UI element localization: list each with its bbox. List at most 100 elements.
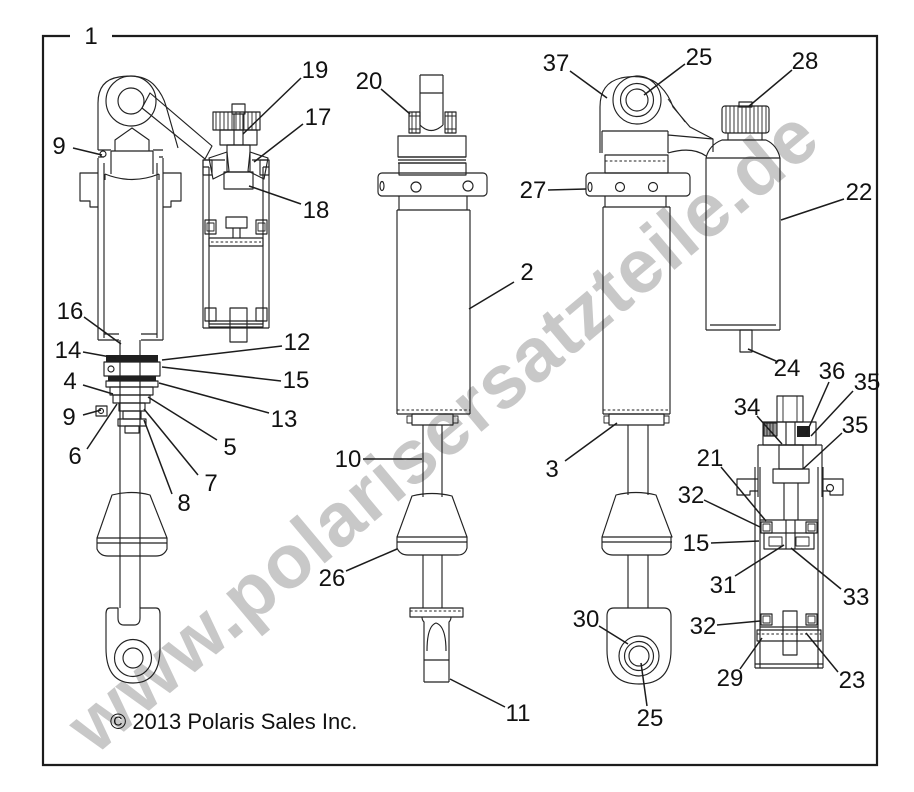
leader-line-4 [82, 384, 114, 395]
outer-tube [754, 467, 824, 669]
leader-line-29 [739, 637, 763, 670]
callout-32a: 32 [678, 482, 705, 509]
leader-line-2 [468, 281, 515, 310]
reservoir-walls [202, 160, 270, 328]
assembly-shock-center [377, 74, 488, 683]
callout-2: 2 [520, 259, 533, 286]
valve-wing-left [208, 151, 230, 180]
top-cap [397, 135, 467, 158]
clamp-hole-right [647, 181, 659, 193]
leader-line-21 [720, 466, 767, 522]
seal-head-port [107, 365, 115, 373]
bump-stop [601, 491, 673, 538]
callout-10: 10 [335, 446, 362, 473]
callout-14: 14 [55, 337, 82, 364]
bump-stop [96, 491, 168, 539]
bottom-eyelet-hole [122, 647, 144, 669]
mount-wing-hole [825, 483, 835, 493]
reservoir-cap-neck [727, 133, 763, 140]
assembly-shock-reservoir [585, 75, 781, 685]
reservoir-top-lip [203, 159, 269, 168]
reservoir-piston-seal-left-inner [206, 222, 215, 232]
reservoir-body [705, 158, 781, 331]
body-bottom-edge [98, 333, 163, 341]
neck [398, 196, 468, 210]
reservoir-piston-band [208, 237, 264, 247]
inner-stem [783, 483, 799, 520]
reservoir-base-seal-right [255, 307, 268, 322]
rod-washer-tab-left [603, 415, 610, 424]
upper-mount [757, 444, 823, 497]
callout-11: 11 [506, 700, 531, 727]
reservoir-base-band [208, 320, 264, 328]
seal-band-upper [106, 355, 158, 362]
callout-27: 27 [520, 177, 547, 204]
assembly-damper-cross-section [736, 395, 844, 669]
pin-left-detail [409, 112, 420, 133]
leader-line-35b [802, 432, 843, 470]
top-stub [776, 395, 804, 423]
callout-29: 29 [717, 665, 744, 692]
base-seal-right-inner [807, 615, 816, 624]
valve-nut [223, 171, 254, 190]
bottom-eyelet-hole [628, 645, 650, 667]
callout-18: 18 [303, 197, 330, 224]
reservoir-nipple [739, 329, 753, 353]
reservoir-piston-seal-left [204, 219, 217, 235]
leader-line-35a [810, 390, 854, 437]
leader-line-24 [747, 348, 777, 362]
washer-stack-4 [122, 410, 142, 420]
callout-32b: 32 [690, 613, 717, 640]
leader-line-25a [643, 63, 686, 96]
leader-line-19 [242, 77, 302, 135]
reservoir-piston-seal-right [255, 219, 268, 235]
valve-stem [231, 103, 246, 145]
clevis-eyelet-hole [625, 88, 649, 112]
bottom-eyelet [606, 607, 672, 685]
clamp-hole-left [410, 181, 422, 193]
leader-line-11 [449, 678, 506, 708]
callout-25b: 25 [637, 705, 664, 732]
callout-36: 36 [819, 358, 846, 385]
leader-line-15b [710, 540, 760, 544]
callout-24: 24 [774, 355, 801, 382]
leader-line-23 [805, 632, 839, 673]
callout-20: 20 [356, 68, 383, 95]
washer-stack-1 [109, 386, 154, 396]
leader-line-37 [569, 70, 608, 99]
callout-25a: 25 [686, 44, 713, 71]
mount-tab-right [163, 172, 182, 208]
leader-line-9a [72, 147, 103, 156]
piston-rod [119, 340, 141, 608]
reservoir-cap [721, 105, 770, 134]
base-plate [756, 629, 822, 642]
leader-line-33 [790, 547, 842, 590]
leader-line-32a [703, 499, 761, 528]
clevis-eyelet-inner [117, 87, 145, 115]
leader-line-5 [147, 396, 218, 441]
fork-stem [419, 74, 444, 132]
pin-right-detail [445, 112, 456, 133]
callout-22: 22 [846, 179, 873, 206]
leader-line-16 [83, 316, 122, 345]
leader-line-7 [143, 408, 199, 476]
valve-body [219, 129, 258, 146]
leader-line-13 [158, 382, 270, 414]
assembly-shock-linkage [79, 75, 270, 684]
leader-line-36 [805, 381, 830, 435]
bump-stop-band [601, 537, 672, 556]
band-clamp [377, 172, 488, 197]
clamp-hole-left [614, 181, 626, 193]
callout-15a: 15 [283, 367, 310, 394]
top-stub-inner [782, 396, 798, 422]
reservoir-shoulder [705, 139, 781, 159]
piston-shim-right [795, 536, 810, 547]
bump-stop-band [396, 537, 468, 556]
callout-17: 17 [305, 104, 332, 131]
callout-5: 5 [223, 434, 236, 461]
callout-34: 34 [734, 394, 761, 421]
body-top-lip [98, 149, 163, 158]
bottom-eyelet [105, 607, 161, 684]
rod-washer-tab-left [406, 415, 413, 424]
